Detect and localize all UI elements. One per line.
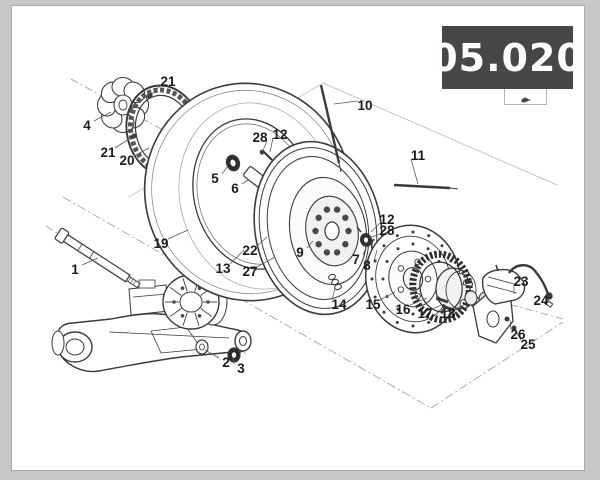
leader-line-21	[114, 136, 133, 149]
leader-line-25	[515, 330, 522, 341]
thumbnail-box	[504, 87, 547, 105]
caliper-piston	[464, 290, 478, 306]
leader-line-14	[331, 287, 336, 301]
exploded-diagram: 1234567891011121213141516171819202121222…	[45, 74, 564, 409]
leader-line-28	[368, 233, 381, 239]
part-label-26: 26	[510, 327, 526, 342]
part-label-3: 3	[237, 361, 245, 376]
leader-line-3	[232, 357, 235, 365]
hub-bolt-circle	[312, 206, 352, 256]
part-label-16: 16	[395, 302, 411, 317]
part-label-4: 4	[83, 118, 91, 133]
part-label-19: 19	[153, 236, 168, 251]
adjuster-rod-lower	[393, 183, 451, 190]
bracket-bolt	[504, 316, 510, 322]
leader-line-5	[221, 165, 229, 175]
part-label-12: 12	[272, 127, 287, 142]
leader-line-18	[454, 304, 465, 310]
ring-gear	[409, 250, 473, 324]
leader-line-10	[333, 100, 359, 105]
leader-dot	[149, 93, 153, 97]
part-label-28: 28	[252, 130, 268, 145]
part-label-20: 20	[119, 153, 134, 168]
leader-line-7	[362, 244, 368, 256]
leader-line-9	[306, 240, 314, 249]
part-label-22: 22	[242, 243, 257, 258]
leader-line-15	[379, 291, 396, 301]
part-label-21: 21	[160, 74, 176, 89]
leader-lines	[81, 84, 549, 365]
rim-assembly	[253, 140, 383, 316]
leader-line-17	[431, 303, 445, 310]
banjo-fitting	[545, 292, 553, 300]
page-number: 05.020	[431, 35, 584, 80]
leader-line-13	[229, 249, 245, 265]
part-label-18: 18	[440, 306, 456, 321]
part-label-14: 14	[331, 297, 347, 312]
leader-line-19	[167, 229, 189, 240]
brake-caliper-group	[464, 264, 554, 344]
part-label-12: 12	[379, 212, 394, 227]
leader-line-6	[241, 179, 249, 185]
part-label-7: 7	[352, 252, 360, 267]
part-label-17: 17	[417, 306, 432, 321]
adjuster-rod-upper	[319, 84, 341, 164]
leader-dot	[130, 135, 134, 139]
part-label-25: 25	[520, 337, 536, 352]
hose-fitting	[544, 299, 554, 308]
leader-line-8	[373, 249, 378, 262]
shim-stack	[328, 273, 342, 291]
part-label-15: 15	[365, 297, 381, 312]
part-label-23: 23	[513, 274, 529, 289]
brake-hose	[508, 264, 550, 295]
part-label-6: 6	[231, 181, 239, 196]
part-label-24: 24	[533, 293, 549, 308]
part-label-10: 10	[357, 98, 372, 113]
leader-dot	[260, 151, 264, 155]
part-label-27: 27	[242, 264, 257, 279]
part-label-5: 5	[211, 171, 219, 186]
part-thumbnail-icon	[520, 97, 531, 103]
leader-line-4	[93, 111, 112, 122]
leader-line-27	[256, 256, 276, 268]
part-label-28: 28	[379, 223, 395, 238]
part-label-11: 11	[411, 148, 426, 163]
part-label-8: 8	[363, 258, 371, 273]
leader-line-1	[81, 257, 99, 266]
leader-line-11	[410, 158, 419, 185]
rear-axle	[54, 227, 141, 289]
leader-line-26	[509, 319, 512, 331]
leader-line-22	[256, 236, 268, 247]
leader-line-21	[150, 84, 162, 96]
cush-drive	[96, 76, 152, 139]
leader-line-24	[546, 295, 549, 298]
page-number-box: 05.020	[431, 26, 583, 89]
part-label-21: 21	[100, 145, 116, 160]
leader-line-12	[269, 137, 274, 153]
part-label-9: 9	[296, 245, 304, 260]
leader-line-16	[409, 297, 428, 306]
leader-line-28	[261, 140, 268, 154]
leader-line-20	[133, 147, 150, 157]
part-label-13: 13	[215, 261, 231, 276]
part-label-2: 2	[222, 355, 230, 370]
leader-line-2	[204, 349, 220, 359]
part-label-1: 1	[71, 262, 79, 277]
bracket-bolt	[511, 325, 517, 331]
leader-line-12	[370, 222, 381, 233]
